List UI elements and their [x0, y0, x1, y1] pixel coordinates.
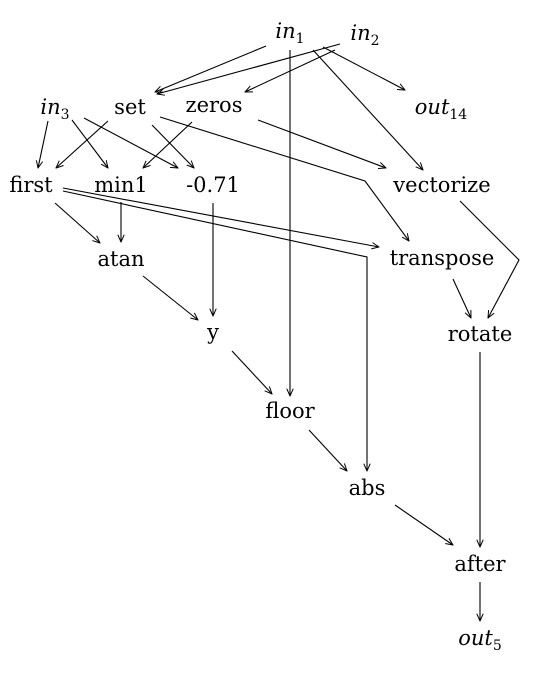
edge-first-atan: [54, 202, 100, 243]
edge-set-transpose: [159, 116, 409, 241]
edge-in3-c071: [83, 117, 178, 168]
node-rotate: rotate: [448, 322, 513, 346]
node-y: y: [206, 320, 219, 344]
edge-in1-set: [155, 45, 267, 92]
edge-first-abs: [62, 190, 367, 471]
node-label: first: [9, 173, 53, 197]
edge-in3-first: [38, 120, 49, 168]
edge-zeros-min1: [143, 121, 193, 168]
node-label: after: [454, 552, 506, 576]
node-label: vectorize: [392, 173, 490, 197]
node-set: set: [114, 95, 146, 119]
edge-in2-zeros: [245, 49, 336, 92]
node-c071: -0.71: [186, 173, 240, 197]
edge-y-floor: [231, 350, 272, 394]
node-in1: in1: [275, 19, 304, 47]
node-label: min1: [94, 173, 148, 197]
node-abs: abs: [349, 476, 386, 500]
edge-transpose-rotate: [452, 278, 471, 318]
node-label: zeros: [186, 93, 243, 117]
node-label: out: [458, 626, 493, 650]
node-subscript: 3: [61, 107, 70, 123]
node-first: first: [9, 173, 53, 197]
node-atan: atan: [97, 247, 144, 271]
node-label: in: [275, 19, 295, 43]
node-label: atan: [97, 247, 144, 271]
node-label: y: [206, 320, 219, 344]
node-in2: in2: [350, 21, 379, 49]
edge-floor-abs: [308, 429, 347, 471]
node-transpose: transpose: [390, 246, 495, 270]
edge-first-transpose: [62, 187, 379, 247]
node-floor: floor: [265, 399, 315, 423]
edge-in1-vectorize: [312, 49, 423, 170]
edges-layer: [38, 43, 520, 621]
node-subscript: 14: [449, 107, 467, 123]
edge-atan-y: [142, 275, 198, 320]
node-zeros: zeros: [186, 93, 243, 117]
edge-abs-after: [394, 504, 453, 545]
node-label: transpose: [390, 246, 495, 270]
node-label: in: [350, 21, 370, 45]
edge-set-first: [56, 120, 109, 168]
node-subscript: 2: [371, 33, 380, 49]
node-label: in: [40, 95, 60, 119]
edge-in3-min1: [71, 119, 108, 168]
node-vectorize: vectorize: [392, 173, 490, 197]
node-label: out: [415, 95, 450, 119]
node-subscript: 1: [296, 31, 305, 47]
node-label: rotate: [448, 322, 513, 346]
node-in3: in3: [40, 95, 69, 123]
node-after: after: [454, 552, 506, 576]
node-label: set: [114, 95, 146, 119]
edge-in1-out14: [322, 46, 405, 90]
node-out5: out5: [458, 626, 502, 654]
node-label: floor: [265, 399, 315, 423]
node-min1: min1: [94, 173, 148, 197]
node-label: -0.71: [186, 173, 240, 197]
node-out14: out14: [415, 95, 468, 123]
edge-zeros-vectorize: [257, 119, 386, 168]
node-label: abs: [349, 476, 386, 500]
edge-vectorize-rotate: [459, 200, 520, 318]
edge-set-c071: [151, 124, 194, 168]
node-subscript: 5: [493, 638, 502, 654]
edge-in2-set: [157, 43, 341, 94]
